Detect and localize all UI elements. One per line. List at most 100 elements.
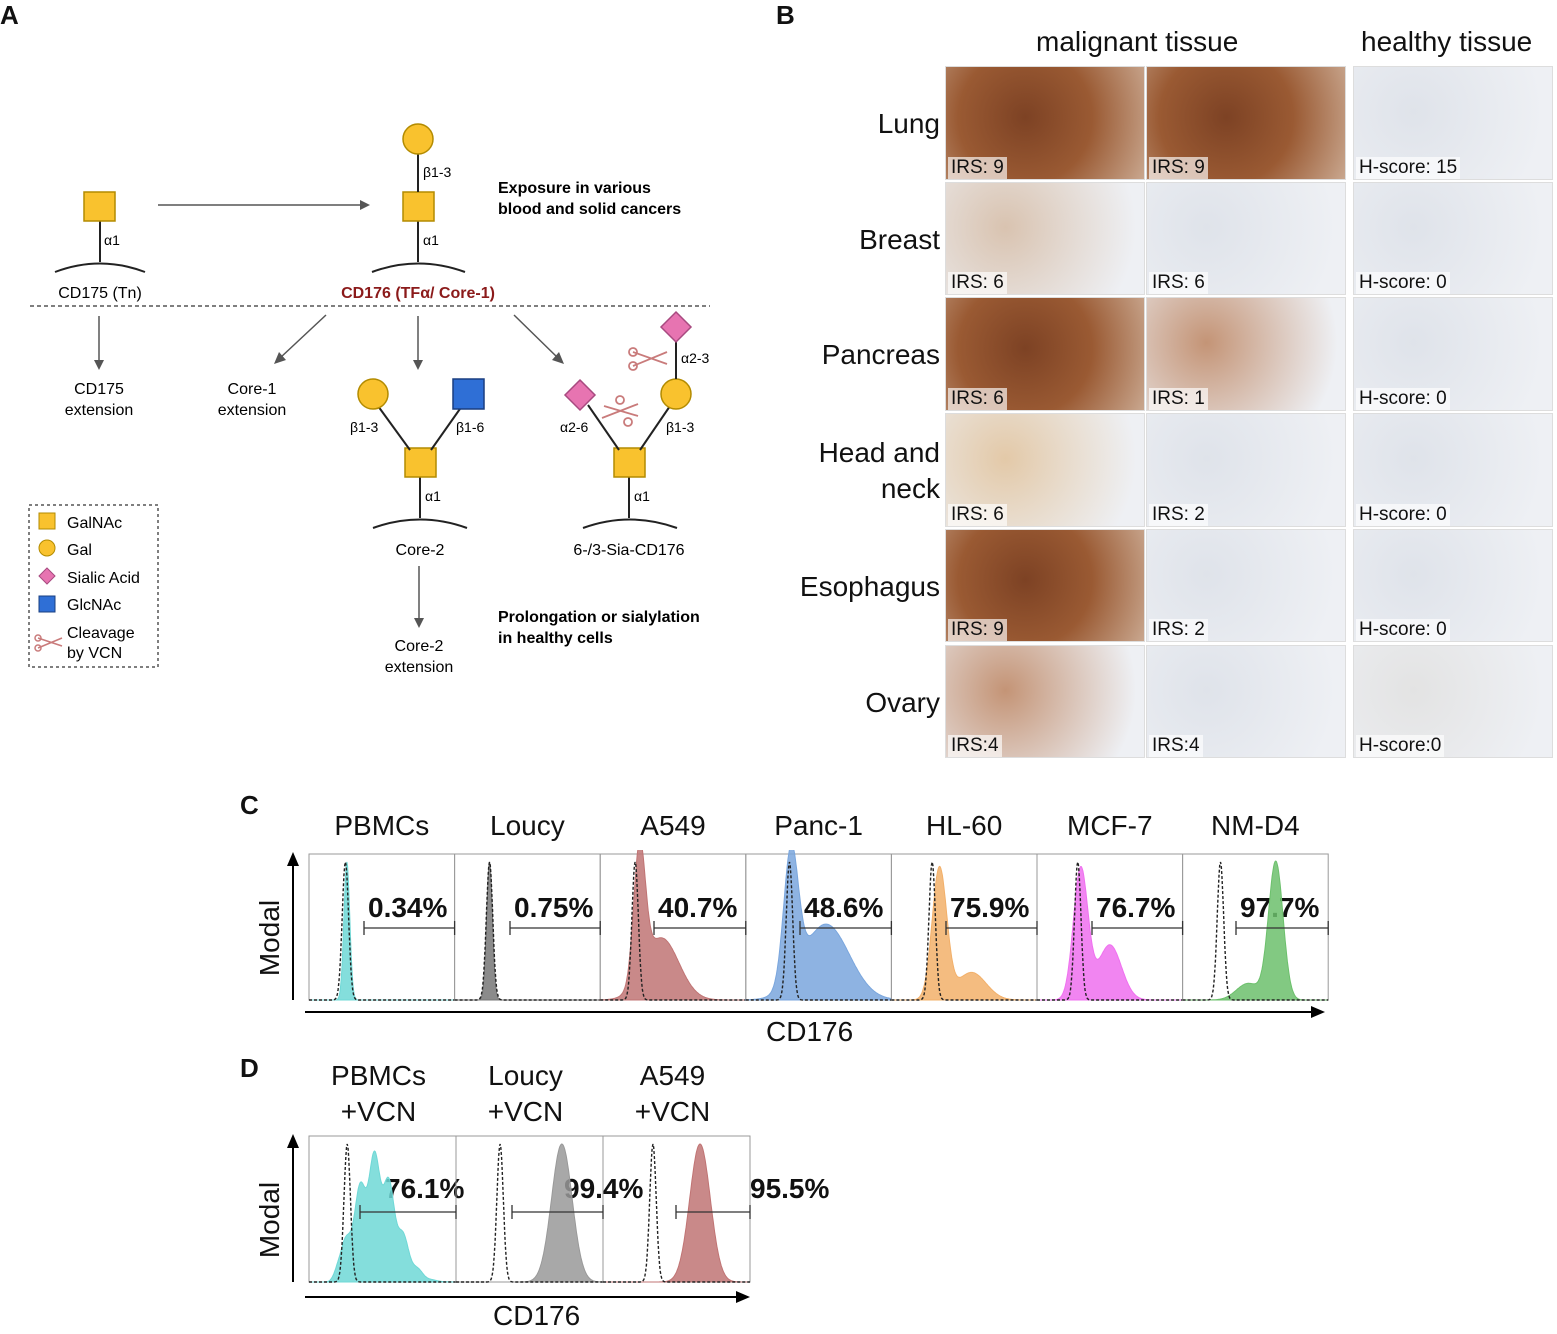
control-histogram	[891, 861, 1037, 1001]
exposure-text-2: blood and solid cancers	[498, 201, 681, 218]
panel-c-ylabel: Modal	[254, 899, 285, 977]
healthy-tissue-header: healthy tissue	[1361, 26, 1533, 57]
score-label: IRS: 6	[948, 503, 1007, 526]
score-label: IRS: 9	[948, 619, 1007, 642]
score-label: H-score: 0	[1356, 619, 1450, 642]
galnac-square-sia	[613, 447, 646, 478]
score-label: IRS: 9	[948, 156, 1007, 179]
core1-ext-2: extension	[218, 402, 287, 419]
tissue-row-label: Pancreas	[821, 339, 940, 371]
sialic-diamond-a23	[659, 310, 693, 344]
sia-label: 6-/3-Sia-CD176	[573, 542, 684, 559]
control-histogram	[600, 861, 746, 1001]
score-label: IRS: 2	[1149, 503, 1208, 526]
linkage-a1-tn: α1	[104, 232, 120, 248]
linkage-a23-sia: α2-3	[681, 350, 710, 366]
control-histogram	[1037, 861, 1183, 1001]
percent-positive-label: 0.34%	[368, 892, 448, 923]
percent-positive-label: 0.75%	[514, 892, 594, 923]
panel-label-a: A	[0, 0, 19, 30]
sample-histogram	[309, 1150, 457, 1283]
malignant-tissue-image: IRS: 1	[1146, 297, 1346, 412]
linkage-b13-sia: β1-3	[666, 419, 695, 435]
control-histogram	[745, 861, 892, 1001]
malignant-tissue-image: IRS: 9	[945, 528, 1145, 643]
score-label: IRS: 6	[1149, 272, 1208, 295]
linkage-b13-core1: β1-3	[423, 164, 452, 180]
healthy-tissue-image: H-score: 0	[1353, 528, 1553, 643]
sample-histogram	[1037, 865, 1183, 1001]
sample-histogram	[745, 850, 892, 1001]
histogram-frame	[1182, 853, 1329, 1001]
healthy-tissue-image: H-score: 0	[1353, 413, 1553, 527]
percent-positive-label: 40.7%	[658, 892, 738, 923]
sample-name-label: NM-D4	[1211, 810, 1300, 841]
panel-label-d: D	[240, 1053, 259, 1083]
histogram-frame	[454, 853, 601, 1001]
malignant-tissue-image: IRS: 6	[945, 413, 1145, 527]
legend-gal-icon	[38, 539, 56, 557]
sample-name-label: HL-60	[926, 810, 1003, 841]
sample-name-label: A549+VCN	[634, 1060, 711, 1127]
sample-name-label: PBMCs+VCN	[331, 1060, 426, 1127]
score-label: IRS: 2	[1149, 619, 1208, 642]
percent-positive-label: 76.1%	[385, 1173, 465, 1204]
score-label: IRS:4	[948, 735, 1002, 758]
panel-c-xlabel: CD176	[766, 1016, 854, 1047]
malignant-tissue-image: IRS: 6	[945, 181, 1145, 296]
sample-histogram	[309, 861, 455, 1001]
score-label: IRS:4	[1149, 735, 1203, 758]
healthy-tissue-image: H-score: 0	[1353, 181, 1553, 296]
sample-name-label: A549	[640, 810, 706, 841]
score-label: IRS: 6	[948, 388, 1007, 411]
panel-d-ylabel: Modal	[254, 1181, 285, 1259]
core2-ext-2: extension	[385, 659, 454, 676]
core1-ext-1: Core-1	[228, 381, 277, 398]
panel-d-histograms	[287, 1134, 751, 1303]
panel-c-histograms	[287, 850, 1329, 1018]
tn-label: CD175 (Tn)	[58, 285, 142, 302]
gal-circle-core2	[357, 378, 389, 410]
tissue-row-label: Breast	[859, 223, 940, 255]
prolong-text-2: in healthy cells	[498, 630, 613, 647]
sample-histogram	[891, 865, 1037, 1001]
sample-histogram	[454, 861, 601, 1001]
panel-label-c: C	[240, 790, 259, 820]
sample-histogram	[1182, 860, 1329, 1001]
panel-label-b: B	[776, 0, 795, 30]
linkage-a1-core2: α1	[425, 488, 441, 504]
sample-name-label: Loucy+VCN	[487, 1060, 564, 1127]
legend-glcnac-icon	[38, 595, 56, 613]
malignant-tissue-image: IRS: 2	[1146, 413, 1346, 527]
percent-positive-label: 48.6%	[804, 892, 884, 923]
score-label: H-score:0	[1356, 735, 1445, 758]
tissue-row-label: Esophagus	[799, 570, 940, 602]
malignant-tissue-image: IRS: 9	[1146, 66, 1346, 180]
glcnac-square-core2	[452, 378, 485, 410]
score-label: H-score: 15	[1356, 156, 1461, 179]
percent-positive-label: 76.7%	[1096, 892, 1176, 923]
glycan-pathway-diagram: α1 CD175 (Tn) β1-3 α1 CD176 (TFα/ Core-1…	[28, 123, 710, 676]
score-label: IRS: 6	[948, 272, 1007, 295]
malignant-tissue-image: IRS: 6	[1146, 181, 1346, 296]
sample-name-label: Panc-1	[774, 810, 863, 841]
scissors-icon-a26	[601, 395, 639, 427]
legend-galnac-icon	[38, 512, 56, 530]
legend-glcnac: GlcNAc	[67, 597, 121, 614]
legend-scissors-icon	[34, 634, 63, 652]
sialic-diamond-a26	[563, 378, 597, 412]
sample-histogram	[456, 1143, 604, 1283]
legend-sialic: Sialic Acid	[67, 570, 140, 587]
control-histogram	[454, 861, 601, 1001]
core2-ext-1: Core-2	[395, 638, 444, 655]
score-label: IRS: 1	[1149, 388, 1208, 411]
score-label: H-score: 0	[1356, 503, 1450, 526]
malignant-tissue-image: IRS:4	[1146, 644, 1346, 759]
legend-cleavage-2: by VCN	[67, 645, 122, 662]
scissors-icon-a23	[628, 347, 668, 371]
sample-name-label: MCF-7	[1067, 810, 1153, 841]
percent-positive-label: 95.5%	[750, 1173, 830, 1204]
control-histogram	[309, 861, 455, 1001]
histogram-frame	[308, 853, 456, 1001]
